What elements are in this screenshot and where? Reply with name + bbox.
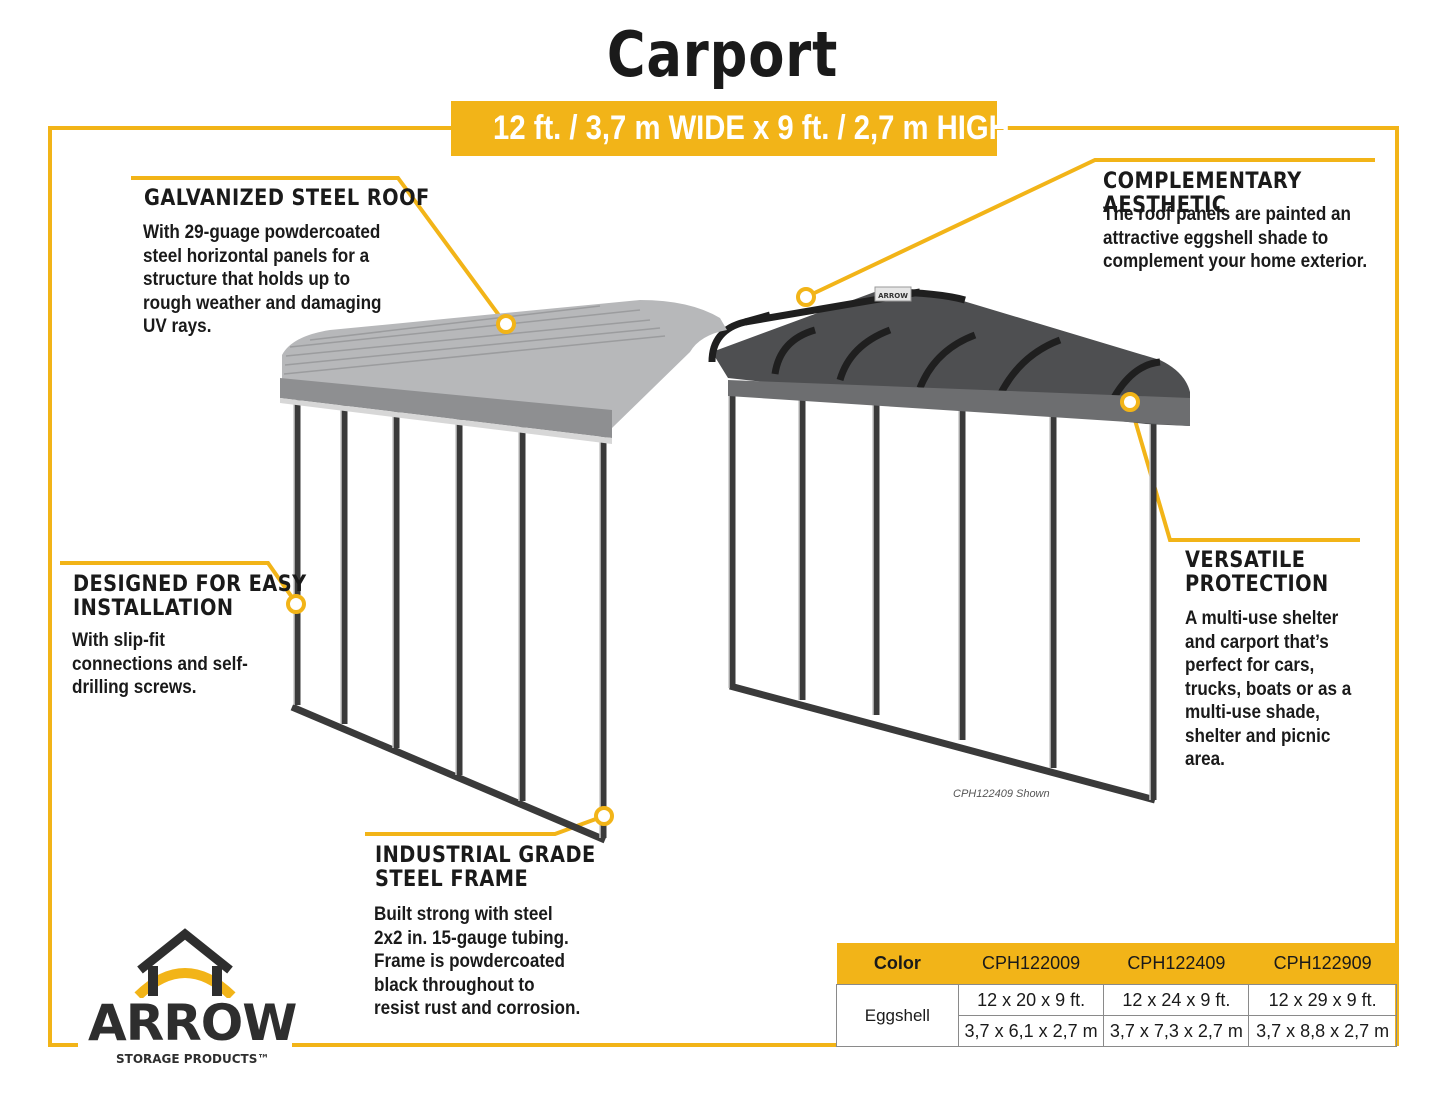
size-imperial: 12 x 24 x 9 ft. [1103,984,1250,1016]
installation-text: With slip-fit connections and self-drill… [72,630,248,698]
frame-text: Built strong with steel 2x2 in. 15-gauge… [374,904,581,1019]
col-header-model: CPH122009 [958,943,1104,985]
aesthetic-heading: COMPLEMENTARY AESTHETIC [1103,169,1302,218]
left-frame [290,400,607,844]
frame-top-left [48,126,452,130]
right-frame [728,385,1157,804]
size-imperial: 12 x 20 x 9 ft. [957,984,1105,1016]
col-header-color: Color [836,943,959,985]
size-metric: 3,7 x 6,1 x 2,7 m [957,1015,1105,1047]
color-cell: Eggshell [836,984,959,1047]
frame-top-right [996,126,1399,130]
installation-heading: DESIGNED FOR EASY INSTALLATION [73,572,307,621]
brand-tagline: STORAGE PRODUCTS™ [116,1052,270,1066]
col-header-model: CPH122909 [1248,943,1397,985]
aesthetic-text: The roof panels are painted an attractiv… [1103,204,1368,272]
frame-bottom-left [48,1043,78,1047]
protection-text: A multi-use shelter and carport that’s p… [1185,608,1352,770]
size-imperial: 12 x 29 x 9 ft. [1248,984,1397,1016]
callout-dots [286,287,1140,826]
roof-text: With 29-guage powdercoated steel horizon… [143,222,382,337]
page-title: Carport [606,18,839,91]
protection-heading: VERSATILE PROTECTION [1185,548,1329,597]
arrow-logo-icon [134,928,236,998]
callout-lines [60,158,1375,836]
roof-heading: GALVANIZED STEEL ROOF [144,186,430,211]
frame-right [1395,126,1399,1046]
image-caption: CPH122409 Shown [953,788,1050,800]
spec-table: Color CPH122009 CPH122409 CPH122909 Eggs… [836,943,1397,1047]
dimensions-banner: 12 ft. / 3,7 m WIDE x 9 ft. / 2,7 m HIGH [451,101,1010,156]
roof-right [712,290,1190,426]
frame-bottom-right [292,1043,836,1047]
frame-heading: INDUSTRIAL GRADE STEEL FRAME [375,843,596,892]
roof-plate-label: ARROW [878,292,908,300]
brand-name: ARROW [88,994,297,1052]
size-metric: 3,7 x 8,8 x 2,7 m [1248,1015,1397,1047]
frame-left [48,126,52,1046]
size-metric: 3,7 x 7,3 x 2,7 m [1103,1015,1250,1047]
col-header-model: CPH122409 [1103,943,1249,985]
